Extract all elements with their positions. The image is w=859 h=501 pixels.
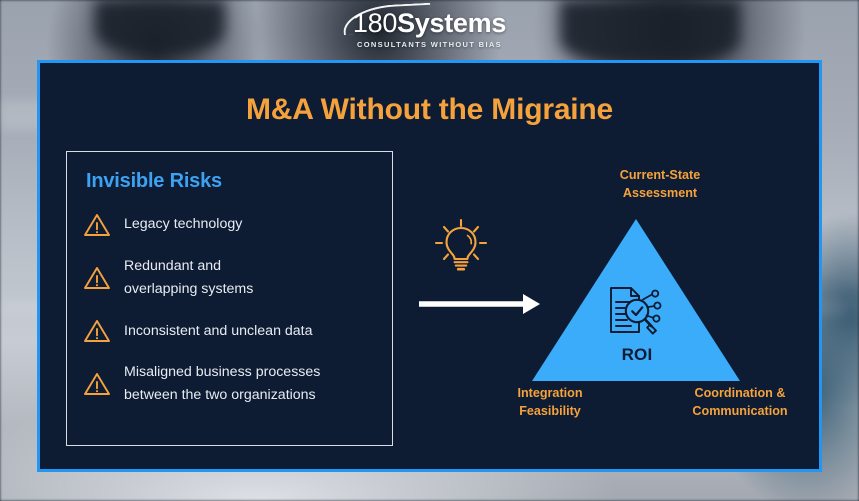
document-magnifier-analysis-icon xyxy=(610,287,662,335)
content-panel: M&A Without the Migraine Invisible Risks… xyxy=(37,60,822,472)
background-figure-shadow xyxy=(95,0,225,56)
list-item: Legacy technology xyxy=(83,210,382,240)
triangle-center-label: ROI xyxy=(621,345,653,364)
risk-label: Inconsistent and unclean data xyxy=(124,322,313,339)
triangle-label-bottom-right: Coordination &Communication xyxy=(692,386,788,418)
warning-triangle-icon xyxy=(84,267,110,290)
invisible-risks-card: Invisible Risks Legacy technology xyxy=(66,151,393,446)
risk-label: Legacy technology xyxy=(124,216,243,233)
warning-triangle-icon xyxy=(84,214,110,236)
background-figure-shadow xyxy=(560,0,740,66)
lightbulb-icon xyxy=(434,218,488,271)
list-item: Inconsistent and unclean data xyxy=(83,316,382,346)
invisible-risks-heading: Invisible Risks xyxy=(86,170,222,192)
warning-triangle-icon xyxy=(84,373,110,396)
warning-triangle-icon xyxy=(84,320,110,343)
right-arrow-icon xyxy=(419,294,540,314)
page-title: M&A Without the Migraine xyxy=(245,93,614,126)
